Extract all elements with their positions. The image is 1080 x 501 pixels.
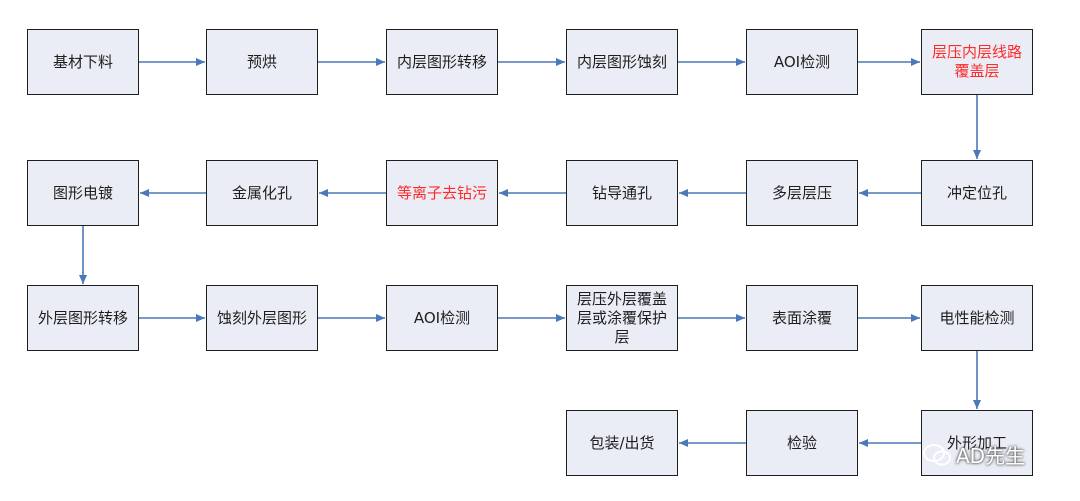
process-box-n9: 钻导通孔 (566, 160, 678, 226)
process-box-n1: 基材下料 (27, 29, 139, 95)
process-box-n16: 层压外层覆盖层或涂覆保护层 (566, 285, 678, 351)
process-box-n2: 预烘 (206, 29, 318, 95)
process-box-n19: 外形加工 (921, 410, 1033, 476)
wechat-icon (923, 443, 951, 465)
process-box-n3: 内层图形转移 (386, 29, 498, 95)
process-box-n11: 金属化孔 (206, 160, 318, 226)
process-box-n18: 电性能检测 (921, 285, 1033, 351)
watermark-text: AD先生 (956, 444, 1026, 468)
process-box-n5: AOI检测 (746, 29, 858, 95)
process-box-n13: 外层图形转移 (27, 285, 139, 351)
process-box-n15: AOI检测 (386, 285, 498, 351)
process-box-n8: 多层层压 (746, 160, 858, 226)
process-box-n12: 图形电镀 (27, 160, 139, 226)
process-box-n17: 表面涂覆 (746, 285, 858, 351)
process-box-n14: 蚀刻外层图形 (206, 285, 318, 351)
process-box-n7: 冲定位孔 (921, 160, 1033, 226)
process-box-n10: 等离子去钻污 (386, 160, 498, 226)
process-box-n6: 层压内层线路覆盖层 (921, 29, 1033, 95)
watermark: AD先生 (922, 440, 1025, 469)
process-box-n20: 检验 (746, 410, 858, 476)
process-box-n4: 内层图形蚀刻 (566, 29, 678, 95)
process-box-n21: 包装/出货 (566, 410, 678, 476)
